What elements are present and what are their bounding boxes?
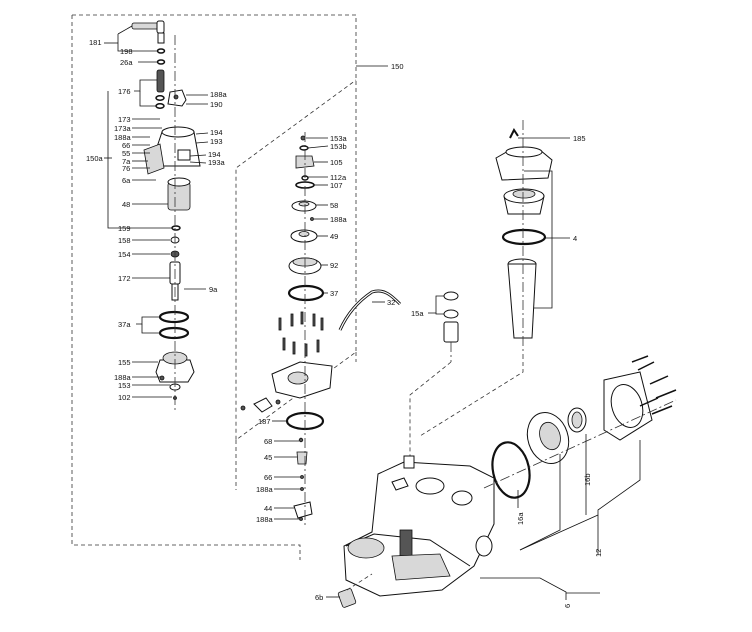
label-44: 44 [264,504,272,513]
label-194b: 194 [208,150,221,159]
label-6b: 6b [315,593,323,602]
label-155: 155 [118,358,131,367]
label-185: 185 [573,134,586,143]
label-16a: 16a [516,512,525,525]
part-6b [326,573,373,608]
label-4: 4 [573,234,577,243]
tank-body [343,455,495,597]
label-172: 172 [118,274,131,283]
label-58: 58 [330,201,338,210]
label-105: 105 [330,158,343,167]
label-181: 181 [89,38,102,47]
label-37: 37 [330,289,338,298]
center-column-parts [240,132,402,528]
label-176: 176 [118,87,131,96]
flange-assembly [480,355,677,600]
label-188a-top: 188a [210,90,228,99]
coupling-15a-parts [409,291,459,470]
label-76: 76 [122,164,130,173]
label-188a-e: 188a [256,485,274,494]
label-187: 187 [258,417,271,426]
label-188a-c: 188a [114,373,132,382]
screw-set [278,311,324,357]
label-159: 159 [118,224,131,233]
label-16b: 16b [583,473,592,486]
label-32: 32 [387,298,395,307]
label-55: 55 [122,149,130,158]
label-7a: 7a [122,157,131,166]
label-153: 153 [118,381,131,390]
motor-column-parts [131,20,201,400]
label-198: 198 [120,47,133,56]
label-188a-f: 188a [256,515,274,524]
label-37a: 37a [118,320,131,329]
label-173: 173 [118,115,131,124]
label-193a: 193a [208,158,226,167]
label-102: 102 [118,393,131,402]
label-107: 107 [330,181,343,190]
label-194a: 194 [210,128,223,137]
label-26a: 26a [120,58,133,67]
label-66-a: 66 [122,141,130,150]
label-193: 193 [210,137,223,146]
label-188a-d: 188a [330,215,348,224]
part-number-labels: 181 198 26a 176 188a 190 150 173 173a 18… [86,38,603,608]
label-190: 190 [210,100,223,109]
label-9a: 9a [209,285,218,294]
label-48: 48 [122,200,130,209]
label-158: 158 [118,236,131,245]
label-188a-b: 188a [114,133,132,142]
label-92: 92 [330,261,338,270]
label-154: 154 [118,250,131,259]
label-45: 45 [264,453,272,462]
left-leader-lines [104,25,388,410]
label-66-b: 66 [264,473,272,482]
label-68: 68 [264,437,272,446]
label-153b: 153b [330,142,347,151]
label-6a: 6a [122,176,131,185]
label-153a: 153a [330,134,348,143]
label-12: 12 [594,549,603,557]
label-15a: 15a [411,309,424,318]
vent-tower-parts [419,120,570,437]
label-150a: 150a [86,154,104,163]
label-150: 150 [391,62,404,71]
flange-bolts [631,355,677,415]
label-49: 49 [330,232,338,241]
label-112a: 112a [330,173,347,182]
label-173a: 173a [114,124,132,133]
center-leader-lines [272,137,385,520]
label-6: 6 [563,604,572,608]
